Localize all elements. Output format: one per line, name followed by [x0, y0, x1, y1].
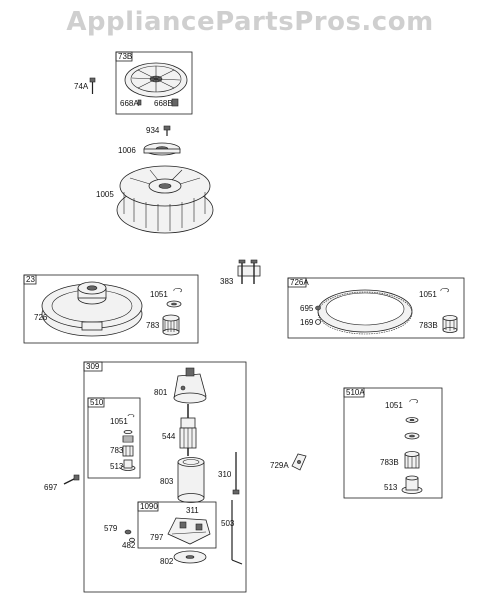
label-668b: 668B: [154, 99, 173, 108]
through-bolt-310-icon: [232, 452, 240, 495]
label-802: 802: [160, 557, 174, 566]
box-726a: [287, 277, 465, 339]
box-1090: [137, 501, 217, 549]
box-309: [83, 361, 247, 593]
label-503: 503: [221, 519, 235, 528]
label-729a: 729A: [270, 461, 289, 470]
end-cap-801-icon: [173, 367, 207, 404]
label-783b-b: 783B: [380, 458, 399, 467]
label-1051-b: 1051: [419, 290, 437, 299]
screw-169-icon: [315, 319, 321, 325]
label-513-b: 513: [384, 483, 398, 492]
washer-510a-icon: [405, 417, 419, 423]
clutch-513-b-icon: [401, 475, 423, 494]
box-73b-label: 73B: [118, 52, 132, 61]
box-726a-label: 726A: [290, 278, 309, 287]
label-579: 579: [104, 524, 118, 533]
clip-1051-c-icon: [127, 414, 135, 418]
gear-783-b-icon: [122, 445, 134, 457]
label-169: 169: [300, 318, 314, 327]
label-668a: 668A: [120, 99, 139, 108]
bolt-74a-icon: [89, 77, 96, 94]
spring-510-icon: [122, 435, 134, 443]
label-1051-d: 1051: [385, 401, 403, 410]
box-1090-tag: [137, 501, 159, 512]
box-1090-label: 1090: [140, 502, 158, 511]
label-783-a: 783: [146, 321, 160, 330]
spring-510a-icon: [404, 432, 420, 440]
box-23-tag: [23, 274, 37, 285]
box-510-label: 510: [90, 398, 104, 407]
box-23-label: 23: [26, 275, 35, 284]
brush-plate-797-icon: [167, 517, 211, 545]
armature-544-icon: [179, 404, 197, 456]
label-1051-a: 1051: [150, 290, 168, 299]
box-510a-tag: [343, 387, 365, 398]
clip-1051-d-icon: [409, 399, 419, 404]
clip-729a-icon: [291, 453, 307, 471]
box-73b-tag: [115, 51, 133, 62]
label-310: 310: [218, 470, 232, 479]
label-383: 383: [220, 277, 234, 286]
label-1005: 1005: [96, 190, 114, 199]
label-1006: 1006: [118, 146, 136, 155]
box-23: [23, 274, 199, 344]
clip-1051-b-icon: [440, 288, 450, 293]
watermark-text: AppliancePartsPros.com: [66, 7, 433, 37]
label-797: 797: [150, 533, 164, 542]
washer-510-icon: [123, 429, 133, 434]
box-510: [87, 397, 141, 479]
clip-1051-a-icon: [173, 288, 183, 293]
label-726: 726: [34, 313, 48, 322]
gear-783b-a-icon: [442, 315, 458, 333]
label-74a: 74A: [74, 82, 89, 91]
label-934: 934: [146, 126, 160, 135]
box-309-label: 309: [86, 362, 100, 371]
housing-803-icon: [177, 457, 205, 503]
flywheel-726-icon: [41, 281, 143, 337]
screw-668b-icon: [171, 98, 179, 107]
label-513-a: 513: [110, 462, 124, 471]
box-510a-label: 510A: [346, 388, 365, 397]
pin-695-icon: [315, 305, 321, 311]
box-510a: [343, 387, 443, 499]
bracket-383-icon: [237, 259, 261, 284]
box-510-tag: [87, 397, 105, 408]
screw-668a-icon: [137, 99, 142, 106]
fan-1005-icon: [116, 165, 214, 234]
washer-1051-icon: [166, 300, 182, 308]
label-311: 311: [186, 506, 199, 515]
label-544: 544: [162, 432, 176, 441]
label-783b-a: 783B: [419, 321, 438, 330]
bolt-697-icon: [63, 474, 80, 485]
box-726a-tag: [287, 277, 307, 288]
label-697: 697: [44, 483, 58, 492]
box-309-tag: [83, 361, 103, 372]
gear-783-a-icon: [162, 314, 180, 336]
clutch-513-a-icon: [120, 459, 136, 471]
box-73b: [115, 51, 193, 115]
label-695: 695: [300, 304, 314, 313]
label-482: 482: [122, 541, 136, 550]
screw-934-icon: [163, 125, 171, 136]
end-plate-802-icon: [173, 550, 207, 564]
gear-783b-b-icon: [404, 451, 420, 469]
nut-579-icon: [124, 529, 132, 535]
ring-gear-726a-icon: [317, 289, 413, 335]
label-803: 803: [160, 477, 174, 486]
strap-503-icon: [231, 500, 243, 565]
label-801: 801: [154, 388, 168, 397]
label-1051-c: 1051: [110, 417, 128, 426]
washer-482-icon: [129, 537, 135, 543]
label-783-b: 783: [110, 446, 124, 455]
hub-1006-icon: [143, 142, 181, 156]
blower-screen-icon: [124, 62, 188, 98]
